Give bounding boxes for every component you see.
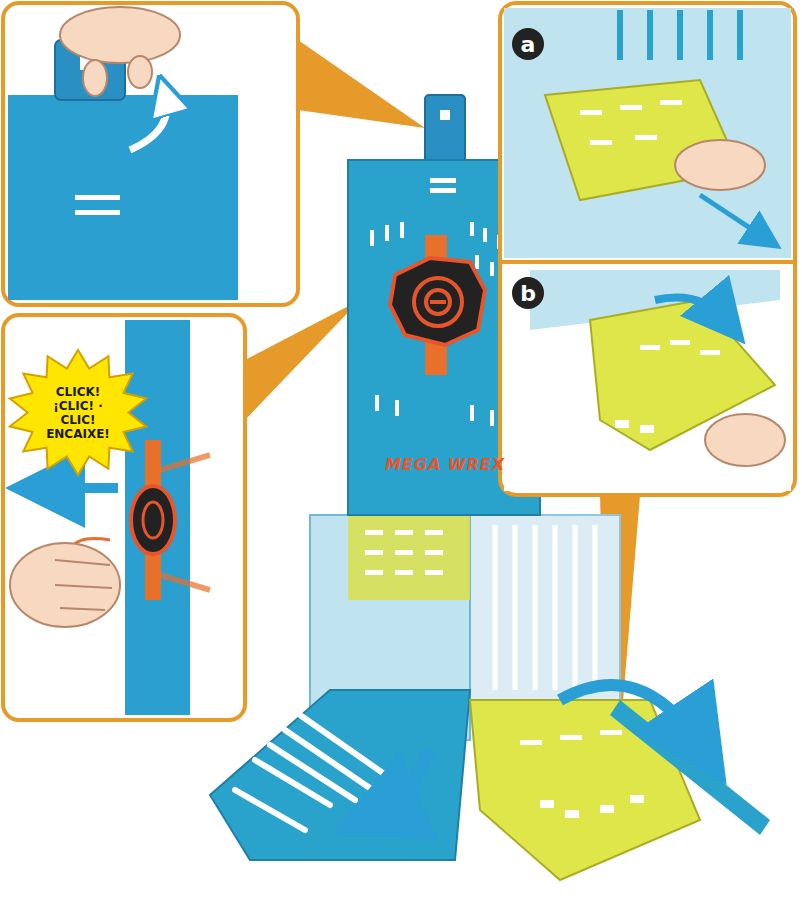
hand <box>10 543 120 627</box>
plate-slots <box>580 100 682 145</box>
side-flap <box>610 700 770 835</box>
slide-arrow <box>700 195 765 238</box>
hand <box>675 140 765 190</box>
fold-arrow <box>560 685 700 745</box>
step-letter-text: b <box>520 281 536 306</box>
callout-frame <box>3 3 298 305</box>
step-letter-text: a <box>521 32 536 57</box>
callout-frame <box>500 3 795 495</box>
yellow-ramp <box>470 700 700 880</box>
lift-arrow <box>130 95 167 150</box>
cage-detail <box>504 8 791 258</box>
floor-ramp <box>210 690 470 860</box>
hand <box>705 414 785 466</box>
cage-detail-bg <box>504 266 791 491</box>
callout-divider <box>500 260 795 264</box>
step-letter: b <box>511 276 545 310</box>
callout-frame <box>3 315 245 720</box>
cage-bars <box>620 10 740 60</box>
step-letter: a <box>511 27 545 61</box>
plate-slots <box>615 340 720 433</box>
yellow-liner <box>348 515 470 600</box>
target-emblem <box>390 235 485 375</box>
click-starburst: CLICK! ¡CLIC! · CLIC! ENCAIXE! <box>8 350 148 475</box>
pull-arrow <box>45 483 118 493</box>
panel-tab <box>425 95 465 165</box>
panel-detail <box>8 95 238 300</box>
leader-wedge <box>245 300 360 420</box>
leader-wedge <box>298 40 425 128</box>
sound-effect-text: CLICK! ¡CLIC! · CLIC! ENCAIXE! <box>34 385 122 441</box>
panel-side <box>125 320 190 715</box>
tab-hole <box>440 110 450 120</box>
finger <box>128 56 152 88</box>
text-wrap: b <box>511 276 545 310</box>
text-wrap: a <box>511 27 545 61</box>
text-wrap: CLICK! ¡CLIC! · CLIC! ENCAIXE! <box>8 350 148 475</box>
hand <box>60 7 180 63</box>
liner-slots <box>365 530 443 575</box>
yellow-slots <box>520 730 644 818</box>
panel-marks <box>75 195 120 215</box>
cage-slots <box>495 525 595 690</box>
cage-side <box>470 515 620 700</box>
finger-lines <box>55 560 112 610</box>
pull-strap <box>160 455 210 590</box>
finger <box>83 60 107 96</box>
lift-arrow <box>130 95 167 150</box>
brand-logo-text: MEGA WREX <box>355 455 535 474</box>
fold-arrow <box>655 298 725 321</box>
fold-arrow <box>375 750 430 815</box>
